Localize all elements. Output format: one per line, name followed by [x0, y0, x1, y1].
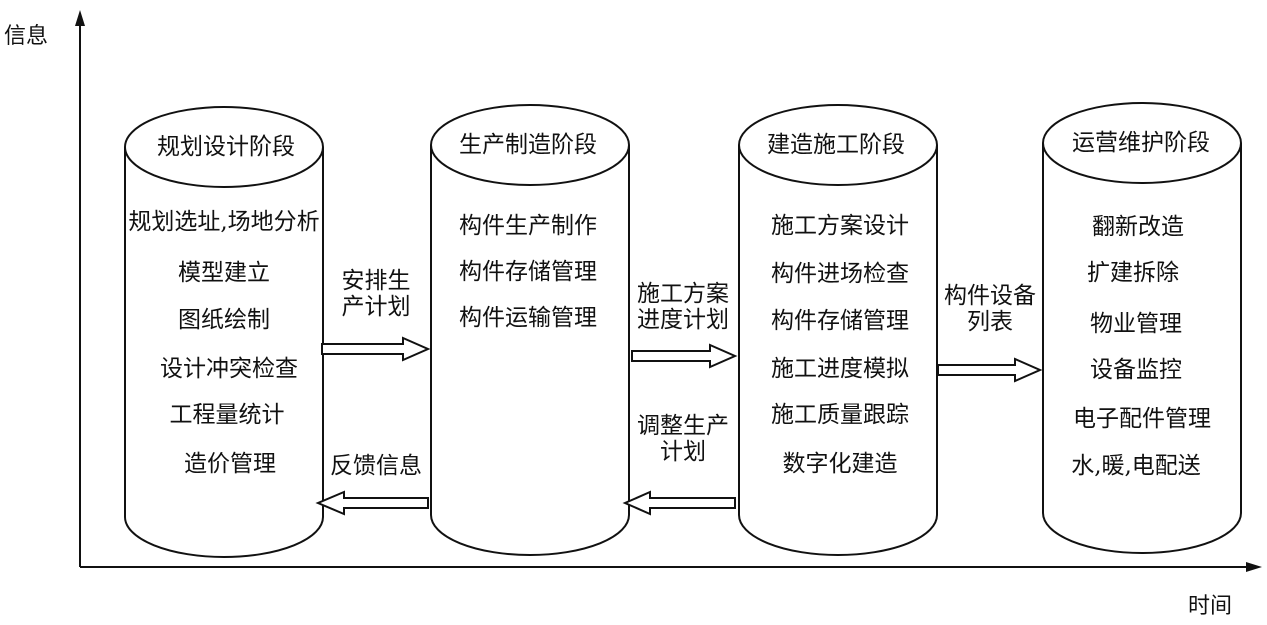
y-axis-arrow-icon: [75, 10, 85, 26]
stage-title: 建造施工阶段: [767, 132, 905, 158]
stage-item: 电子配件管理: [1073, 406, 1211, 432]
stage-item: 造价管理: [184, 451, 276, 477]
flow-label-line: 列表: [967, 309, 1013, 335]
arrow-left-icon: [622, 490, 736, 516]
flow-label-line: 安排生: [341, 268, 411, 294]
x-axis-label: 时间: [1188, 594, 1233, 619]
flow-label-line: 施工方案: [637, 281, 729, 307]
stage-item: 扩建拆除: [1087, 260, 1179, 286]
flow-label-line: 进度计划: [637, 307, 729, 333]
stage-title: 运营维护阶段: [1072, 130, 1210, 156]
stage-item: 施工方案设计: [771, 213, 909, 239]
arrow-right-icon: [321, 336, 431, 362]
flow-label: 调整生产 计划: [637, 413, 729, 465]
arrow-right-icon: [937, 357, 1043, 383]
flow-label: 反馈信息: [330, 453, 422, 479]
flow-label-line: 调整生产: [637, 413, 729, 439]
stage-item: 设计冲突检查: [160, 356, 298, 382]
stage-item: 构件运输管理: [459, 305, 597, 331]
stage-item: 水,暖,电配送: [1071, 453, 1201, 479]
stage-item: 构件生产制作: [459, 213, 597, 239]
stage-item: 物业管理: [1090, 311, 1182, 337]
flow-label-line: 产计划: [341, 294, 411, 320]
x-axis-arrow-icon: [1246, 562, 1262, 572]
y-axis: [75, 10, 85, 567]
flow-label: 安排生 产计划: [342, 268, 411, 320]
stage-item: 模型建立: [178, 260, 270, 286]
arrow-left-icon: [315, 490, 429, 516]
stage-item: 施工质量跟踪: [771, 402, 909, 428]
flow-label-line: 计划: [660, 439, 706, 465]
flow-label: 构件设备 列表: [944, 283, 1036, 335]
stage-item: 构件进场检查: [771, 261, 909, 287]
stage-item: 施工进度模拟: [771, 356, 909, 382]
stage-item: 设备监控: [1090, 357, 1182, 383]
flow-label: 施工方案 进度计划: [637, 281, 729, 333]
stage-item: 图纸绘制: [178, 307, 270, 333]
stage-item: 规划选址,场地分析: [128, 209, 320, 235]
stage-title: 规划设计阶段: [157, 134, 295, 160]
stage-item: 数字化建造: [782, 451, 898, 477]
stage-item: 构件存储管理: [771, 308, 909, 334]
flow-label-line: 反馈信息: [330, 453, 422, 479]
flow-label-line: 构件设备: [944, 283, 1036, 309]
arrow-right-icon: [631, 343, 738, 369]
x-axis: [80, 562, 1262, 572]
stage-item: 构件存储管理: [459, 259, 597, 285]
stage-title: 生产制造阶段: [459, 132, 597, 158]
y-axis-label: 信息: [4, 24, 49, 49]
stage-item: 工程量统计: [169, 402, 285, 428]
stage-item: 翻新改造: [1092, 214, 1184, 240]
